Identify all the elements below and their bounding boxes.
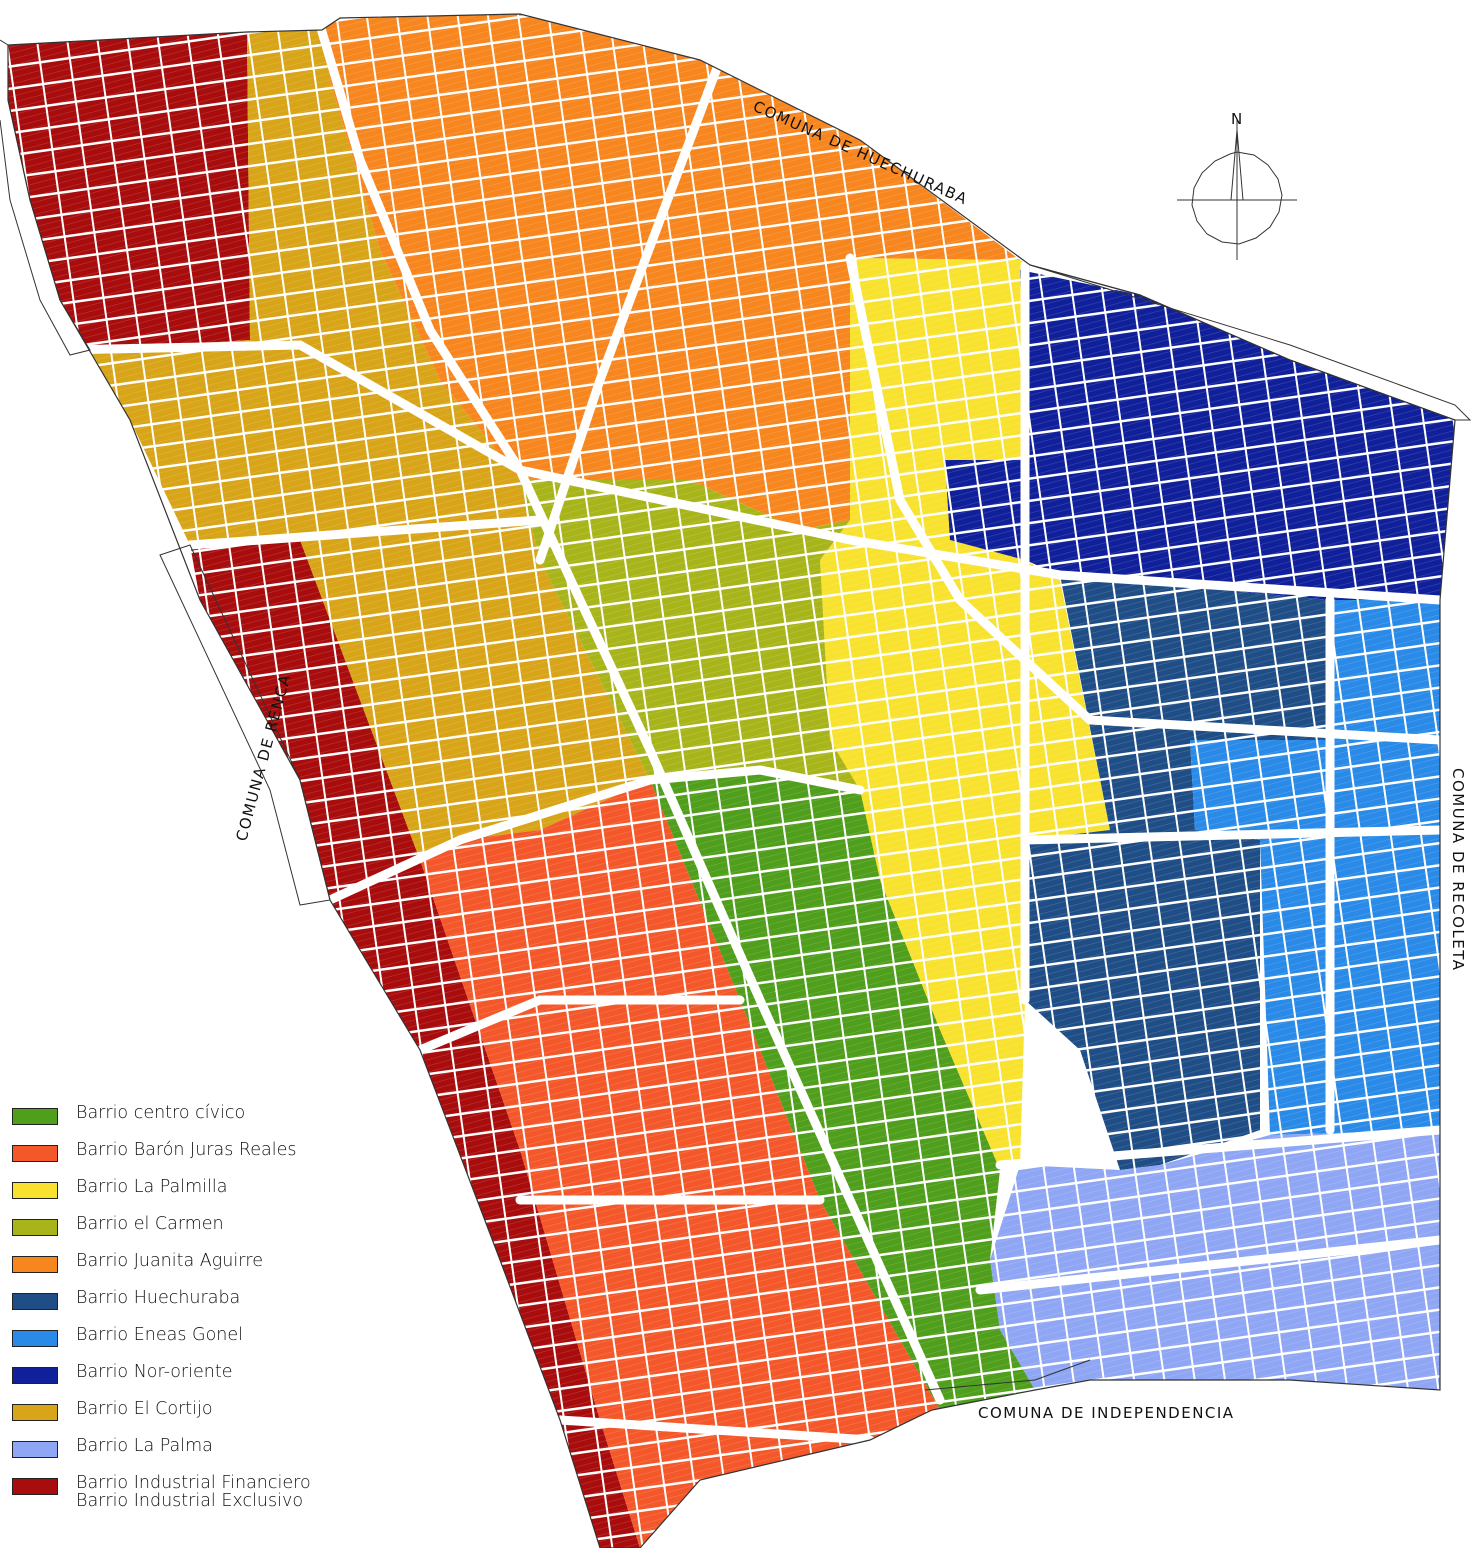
legend-item: Barrio Nor-oriente bbox=[12, 1363, 342, 1400]
north-label: N bbox=[1231, 110, 1242, 128]
legend-item: Barrio El Cortijo bbox=[12, 1400, 342, 1437]
legend-item: Barrio el Carmen bbox=[12, 1215, 342, 1252]
legend-item: Barrio Barón Juras Reales bbox=[12, 1141, 342, 1178]
legend-swatch bbox=[12, 1219, 58, 1236]
legend-item: Barrio La Palma bbox=[12, 1437, 342, 1474]
label-recoleta: COMUNA DE RECOLETA bbox=[1449, 768, 1467, 972]
legend-item: Barrio Huechuraba bbox=[12, 1289, 342, 1326]
legend-swatch bbox=[12, 1330, 58, 1347]
legend-item: Barrio centro cívico bbox=[12, 1104, 342, 1141]
legend-swatch bbox=[12, 1404, 58, 1421]
legend-swatch bbox=[12, 1367, 58, 1384]
legend-item: Barrio Eneas Gonel bbox=[12, 1326, 342, 1363]
legend-swatch bbox=[12, 1256, 58, 1273]
legend-swatch bbox=[12, 1293, 58, 1310]
legend-item: Barrio Juanita Aguirre bbox=[12, 1252, 342, 1289]
legend-swatch bbox=[12, 1182, 58, 1199]
legend-swatch bbox=[12, 1441, 58, 1458]
north-arrow-icon bbox=[1177, 120, 1297, 260]
legend-swatch bbox=[12, 1145, 58, 1162]
legend-item: Barrio La Palmilla bbox=[12, 1178, 342, 1215]
label-independencia: COMUNA DE INDEPENDENCIA bbox=[978, 1404, 1235, 1422]
legend: Barrio centro cívico Barrio Barón Juras … bbox=[12, 1104, 342, 1511]
legend-swatch bbox=[12, 1478, 58, 1495]
legend-swatch bbox=[12, 1108, 58, 1125]
